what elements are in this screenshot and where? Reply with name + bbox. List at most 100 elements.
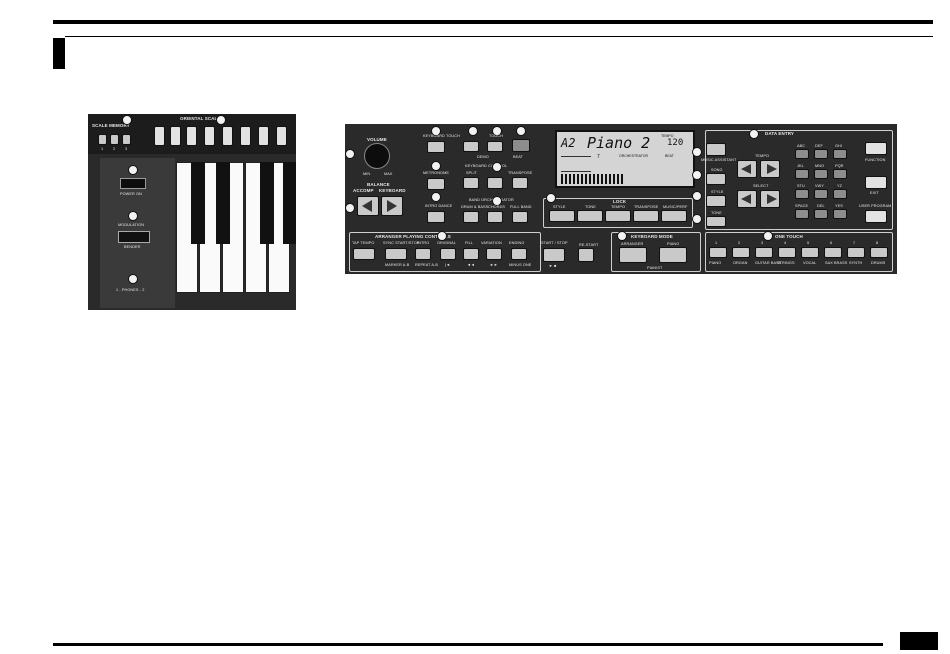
one-touch-button-7[interactable] — [847, 247, 865, 258]
callout-oriental-scale — [216, 115, 226, 125]
one-touch-name-5: VOCAL — [803, 261, 817, 265]
keypad-button-1[interactable] — [795, 149, 809, 159]
style-button[interactable] — [706, 195, 726, 207]
one-touch-name-6: SAX BRASS — [825, 261, 848, 265]
bender-lever[interactable] — [118, 231, 150, 243]
tone-button[interactable] — [706, 216, 726, 227]
one-touch-name-8: DRUMS — [871, 261, 886, 265]
lock-tempo-button[interactable] — [605, 210, 631, 222]
black-key[interactable] — [283, 162, 296, 244]
oriental-key-c2[interactable] — [276, 126, 287, 146]
lock-tone-button[interactable] — [577, 210, 603, 222]
one-touch-button-5[interactable] — [801, 247, 819, 258]
chords-button[interactable] — [487, 211, 503, 223]
callout-modulation — [128, 211, 138, 221]
oriental-key-d[interactable] — [170, 126, 181, 146]
one-touch-button-6[interactable] — [824, 247, 842, 258]
one-touch-button-3[interactable] — [755, 247, 773, 258]
keyboard-mode-section — [611, 232, 701, 272]
transpose-button[interactable] — [512, 177, 528, 189]
music-assistant-button[interactable] — [706, 143, 726, 156]
keypad-plus-button[interactable] — [833, 209, 847, 219]
oriental-key-f[interactable] — [204, 126, 215, 146]
arranger-mode-button[interactable] — [619, 247, 647, 263]
lock-label: LOCK — [613, 199, 627, 204]
exit-button[interactable] — [865, 176, 887, 189]
keypad-ghi: GHI — [835, 144, 843, 148]
black-key[interactable] — [191, 162, 205, 244]
keypad-button-3[interactable] — [833, 149, 847, 159]
keypad-button-0[interactable] — [795, 209, 809, 219]
variation-button[interactable] — [486, 248, 502, 260]
metronome-button[interactable] — [427, 178, 445, 190]
piano-mode-button[interactable] — [659, 247, 687, 263]
full-band-button[interactable] — [512, 211, 528, 223]
intro-button[interactable] — [415, 248, 431, 260]
song-label: SONG — [711, 168, 723, 172]
lock-transpose-button[interactable] — [633, 210, 659, 222]
function-button[interactable] — [865, 142, 887, 155]
intro-dance-button[interactable] — [427, 211, 445, 223]
oriental-key-b[interactable] — [258, 126, 269, 146]
callout-music-assistant — [692, 147, 702, 157]
original-button[interactable] — [440, 248, 456, 260]
sync-start-stop-button[interactable] — [385, 248, 407, 260]
keyboard-mode-label: KEYBOARD MODE — [631, 234, 673, 239]
one-touch-name-1: PIANO — [709, 261, 722, 265]
fill-button[interactable] — [463, 248, 479, 260]
demo-label: DEMO — [477, 155, 489, 159]
re-start-button[interactable] — [578, 248, 594, 262]
oriental-key-g[interactable] — [222, 126, 233, 146]
keypad-button-6[interactable] — [833, 169, 847, 179]
power-switch[interactable] — [120, 178, 146, 189]
black-key[interactable] — [216, 162, 230, 244]
oriental-key-a[interactable] — [240, 126, 251, 146]
scale-memory-button-3[interactable] — [122, 134, 131, 145]
tap-tempo-button[interactable] — [353, 248, 375, 260]
callout-keyboard-mode — [617, 231, 627, 241]
one-touch-button-1[interactable] — [709, 247, 727, 258]
one-touch-button-8[interactable] — [870, 247, 888, 258]
callout-keyboard-control — [492, 162, 502, 172]
scale-memory-button-2[interactable] — [110, 134, 119, 145]
oriental-key-e[interactable] — [186, 126, 197, 146]
demo-button-2[interactable] — [487, 141, 503, 152]
volume-knob[interactable] — [364, 143, 390, 169]
keypad-button-4[interactable] — [795, 169, 809, 179]
one-touch-name-2: ORGAN — [733, 261, 748, 265]
keypad-minus-button[interactable] — [814, 209, 828, 219]
beat-label: BEAT — [513, 155, 524, 159]
scale-memory-button-1[interactable] — [98, 134, 107, 145]
keypad-button-5[interactable] — [814, 169, 828, 179]
keyboard-control-button[interactable] — [487, 177, 503, 189]
callout-lock — [546, 193, 556, 203]
one-touch-button-4[interactable] — [778, 247, 796, 258]
arranger-top-4: FILL — [465, 241, 473, 245]
keypad-button-2[interactable] — [814, 149, 828, 159]
keypad-button-9[interactable] — [833, 189, 847, 199]
lock-music-perf-button[interactable] — [661, 210, 687, 222]
piano-mode-label: PIANO — [667, 242, 680, 246]
keypad-button-7[interactable] — [795, 189, 809, 199]
split-button[interactable] — [463, 177, 479, 189]
lock-transpose-label: TRANSPOSE — [634, 205, 659, 209]
ending-button[interactable] — [511, 248, 527, 260]
one-touch-button-2[interactable] — [732, 247, 750, 258]
keypad-button-8[interactable] — [814, 189, 828, 199]
arranger-top-3: ORIGINAL — [437, 241, 456, 245]
start-stop-label: START / STOP — [541, 241, 568, 245]
arranger-top-6: ENDING — [509, 241, 525, 245]
user-program-button[interactable] — [865, 210, 887, 223]
callout-song — [692, 170, 702, 180]
drum-bass-button[interactable] — [463, 211, 479, 223]
song-button[interactable] — [706, 173, 726, 185]
black-key[interactable] — [260, 162, 274, 244]
beat-button[interactable] — [512, 139, 530, 152]
callout-power — [128, 165, 138, 175]
oriental-key-c[interactable] — [154, 126, 165, 146]
lock-style-button[interactable] — [549, 210, 575, 222]
demo-button-1[interactable] — [463, 141, 479, 152]
tempo-right-arrow-icon — [767, 164, 777, 174]
keyboard-touch-button[interactable] — [427, 141, 445, 153]
start-stop-button[interactable] — [543, 248, 565, 262]
